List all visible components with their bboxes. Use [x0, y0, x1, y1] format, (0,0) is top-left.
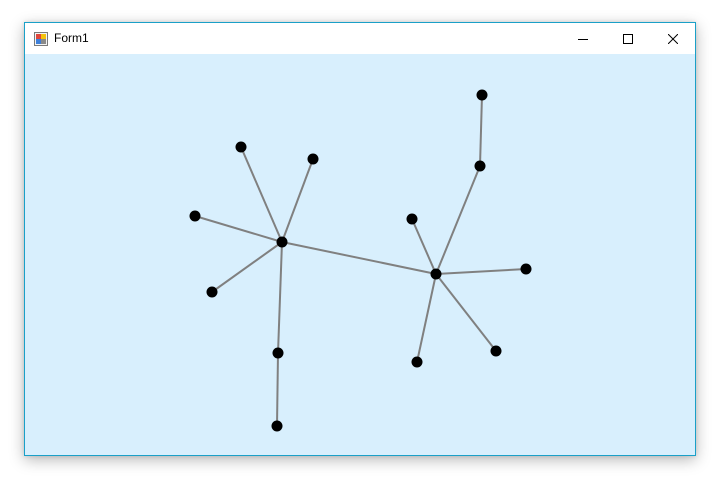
graph-node[interactable] — [235, 141, 247, 153]
close-icon — [667, 33, 678, 44]
graph-edge — [281, 241, 437, 275]
maximize-button[interactable] — [605, 23, 650, 54]
graph-edge — [281, 158, 314, 243]
graph-edge — [194, 215, 283, 243]
minimize-button[interactable] — [560, 23, 605, 54]
graph-edge — [277, 241, 283, 354]
graph-node[interactable] — [411, 356, 423, 368]
form1-window: Form1 — [24, 22, 696, 456]
graph-edge — [240, 146, 283, 243]
graph-edge — [479, 94, 483, 167]
graph-canvas — [189, 89, 532, 432]
graph-node[interactable] — [490, 345, 502, 357]
graph-node[interactable] — [307, 153, 319, 165]
graph-edge — [211, 241, 283, 293]
graph-node[interactable] — [189, 210, 201, 222]
graph-edge — [276, 352, 279, 427]
graph-node[interactable] — [520, 263, 532, 275]
window-title: Form1 — [54, 31, 89, 45]
graph-node[interactable] — [474, 160, 486, 172]
graph-edge — [435, 268, 527, 275]
close-button[interactable] — [650, 23, 695, 54]
graph-edge — [411, 218, 437, 275]
graph-node[interactable] — [276, 236, 288, 248]
graph-node[interactable] — [430, 268, 442, 280]
graph-edge — [416, 273, 437, 363]
graph-node[interactable] — [476, 89, 488, 101]
client-area[interactable] — [25, 54, 695, 455]
maximize-icon — [622, 33, 633, 44]
app-icon[interactable] — [34, 32, 48, 46]
graph-edge — [435, 165, 481, 275]
graph-edge — [435, 273, 497, 352]
graph-node[interactable] — [206, 286, 218, 298]
minimize-icon — [577, 38, 588, 40]
graph-node[interactable] — [406, 213, 418, 225]
graph-node[interactable] — [271, 420, 283, 432]
graph-node[interactable] — [272, 347, 284, 359]
title-bar[interactable]: Form1 — [25, 23, 695, 54]
